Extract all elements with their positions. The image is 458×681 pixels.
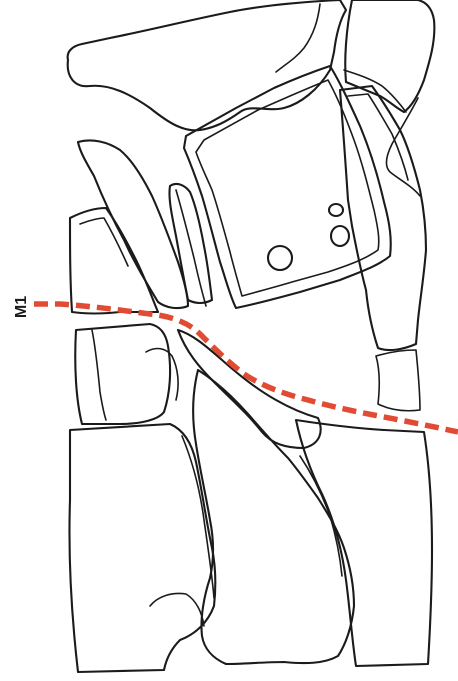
hole-large <box>268 246 292 270</box>
left-slanted-bone-inner <box>176 190 206 306</box>
central-bone-outline <box>184 66 391 308</box>
central-bone-inner-outline <box>196 80 379 296</box>
right-mid-bone-outline <box>340 86 426 350</box>
bottom-right-bone-outline <box>296 420 432 666</box>
top-bone-outline <box>68 0 346 130</box>
bottom-left-bone-outline <box>69 424 215 672</box>
hole-small-bottom <box>331 226 349 246</box>
bottom-right-notch <box>376 350 420 411</box>
m1-label: M1 <box>11 287 33 327</box>
top-bone-inner-contour <box>276 4 320 72</box>
right-mid-bone-inner <box>348 94 408 180</box>
left-edge-upper-bone-inner <box>80 218 128 266</box>
lower-left-bone-inner <box>92 330 106 420</box>
lower-left-bone-outline <box>75 324 170 424</box>
bottom-middle-bone-inner <box>150 594 204 627</box>
bottom-right-bone-inner <box>300 456 342 576</box>
left-edge-upper-bone-outline <box>70 208 158 314</box>
lower-left-notch <box>146 349 178 400</box>
hole-small-top <box>329 204 343 216</box>
left-slanted-bone-outline <box>78 140 188 308</box>
